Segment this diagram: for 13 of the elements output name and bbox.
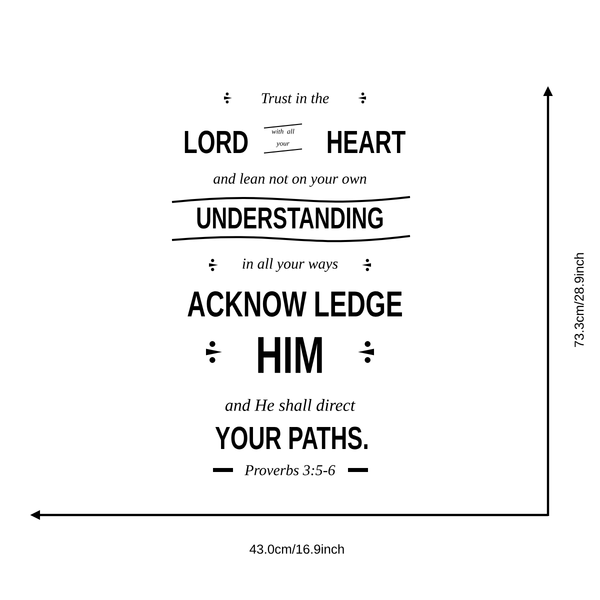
dimension-label: 43.0cm/16.9inch xyxy=(250,544,344,554)
headline-text: HIM xyxy=(258,337,322,373)
headline-text: ACKNOW LEDGE xyxy=(188,291,402,317)
script-text: and He shall direct xyxy=(225,399,356,411)
dimension-label: 73.3cm/28.9inch xyxy=(574,253,584,348)
script-text: and lean not on your own xyxy=(214,173,366,187)
headline-text: UNDERSTANDING xyxy=(197,207,383,229)
script-text: in all your ways xyxy=(242,258,338,272)
headline-text: LORD xyxy=(184,130,248,154)
headline-text: HEART xyxy=(328,131,406,153)
reference-text: Proverbs 3:5-6 xyxy=(244,464,336,476)
headline-text: YOUR PATHS. xyxy=(215,426,368,450)
script-text: Trust in the xyxy=(262,92,329,104)
